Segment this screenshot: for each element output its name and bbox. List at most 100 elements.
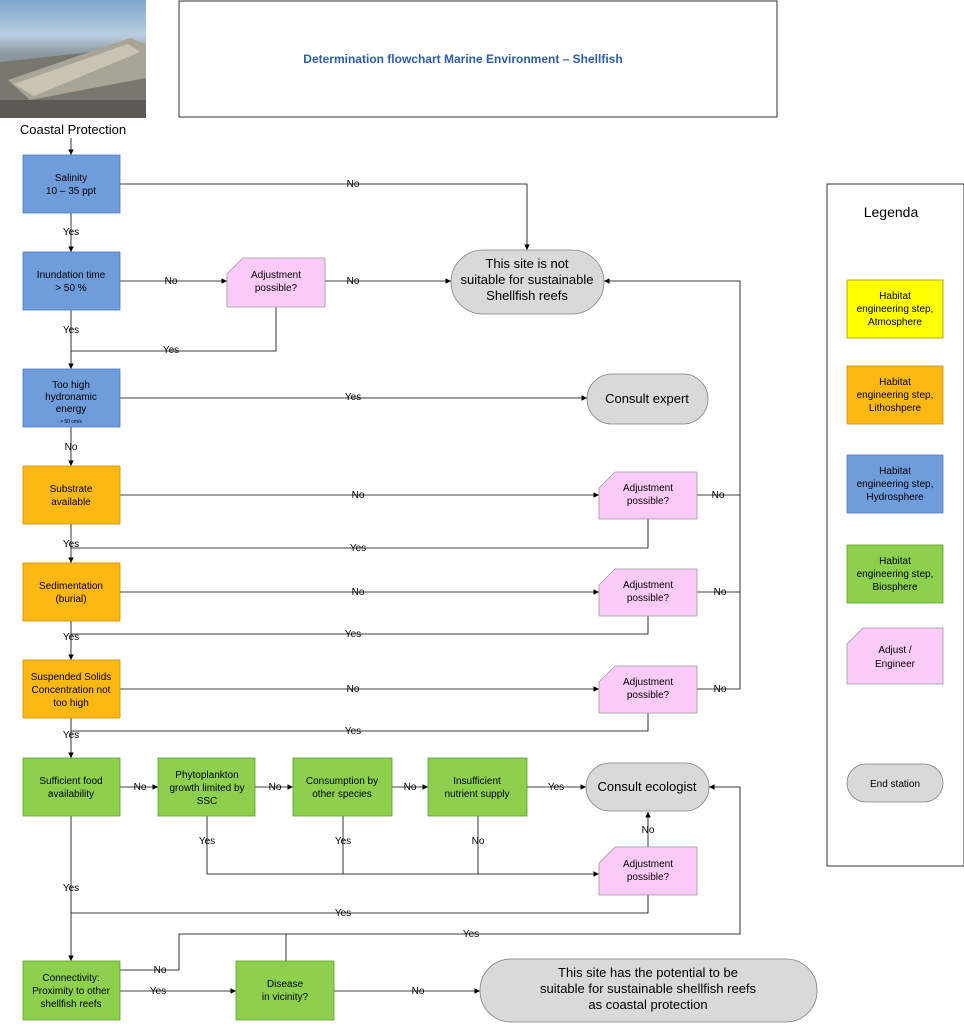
legend-title: Legenda [864,204,919,220]
consult-ecologist-label: Consult ecologist [598,779,697,794]
ssc-yes-label: Yes [63,730,79,741]
legend-end-swatch [846,763,944,803]
ssc-no-label: No [347,684,360,695]
sedimentation-adjust-yes-label: Yes [345,629,361,640]
inundation-adjust-box [226,257,326,308]
legend-biosphere-swatch [846,544,944,604]
legend-atmosphere-swatch [846,279,944,339]
consumption-yes-label: Yes [335,836,351,847]
substrate-adjust-box [598,471,698,520]
legend-adjust-label: Adjust /Engineer [875,645,916,670]
legend-adjust-swatch [846,627,944,685]
title-box [178,0,778,118]
consult-expert-label: Consult expert [605,391,689,406]
salinity-box [22,154,121,214]
nutrient-no-label: No [472,836,485,847]
connectivity-no-label: No [154,965,167,976]
legend-lithosphere-swatch [846,365,944,425]
potential-end [479,958,818,1023]
inundation-box [22,251,121,311]
salinity-yes-label: Yes [63,227,79,238]
bio-adjust-box [598,846,698,896]
food-yes-label: Yes [63,883,79,894]
disease-box [235,960,335,1021]
not-suitable-end [450,249,605,315]
inundation-yes-label: Yes [63,325,79,336]
legend-hydrosphere-swatch [846,454,944,514]
nutrient-yes-label: Yes [548,782,564,793]
connector-labels: No Yes No No Yes Yes Yes No No No Yes Ye… [63,179,727,997]
food-no-label: No [134,782,147,793]
ssc-box [22,659,121,719]
sedimentation-label: Sedimentation(burial) [39,581,103,605]
ssc-adjust-yes-label: Yes [345,726,361,737]
hydro-yes-label: Yes [345,392,361,403]
connectors [68,138,741,994]
consumption-box [292,757,393,817]
photo-caption: Coastal Protection [20,122,126,137]
inundation-adjust-yes-label: Yes [163,345,179,356]
phyto-box [157,757,256,817]
food-box [22,757,121,817]
substrate-yes-label: Yes [63,539,79,550]
hydro-energy-note: > 50 cm/s [60,419,82,425]
connectivity-yes-label: Yes [150,986,166,997]
substrate-no-label: No [352,490,365,501]
nutrient-box [427,757,528,817]
disease-no-label: No [412,986,425,997]
inundation-label: Inundation time> 50 % [37,270,106,294]
substrate-adjust-yes-label: Yes [350,543,366,554]
substrate-adjust-no-label: No [712,490,725,501]
inundation-adjust-no-label: No [347,276,360,287]
page-title: Determination flowchart Marine Environme… [303,52,622,66]
disease-yes-label: Yes [463,929,479,940]
sedimentation-yes-label: Yes [63,632,79,643]
substrate-box [22,465,121,525]
ssc-adjust-no-label: No [714,684,727,695]
salinity-no-label: No [347,179,360,190]
sedimentation-adjust-box [598,568,698,617]
phyto-no-label: No [269,782,282,793]
consumption-no-label: No [404,782,417,793]
coastal-photo [0,0,146,118]
sedimentation-box [22,562,121,622]
phyto-yes-label: Yes [199,836,215,847]
bio-adjust-yes-label: Yes [335,908,351,919]
sedimentation-adjust-no-label: No [714,587,727,598]
consult-expert-end [586,373,709,425]
sedimentation-no-label: No [352,587,365,598]
bio-adjust-no-label: No [642,825,655,836]
hydro-no-label: No [65,442,78,453]
legend-end-label: End station [870,779,920,790]
hydro-energy-box [22,368,121,428]
ssc-adjust-box [598,665,698,714]
consult-ecologist-end [585,762,710,812]
inundation-no-label: No [165,276,178,287]
connectivity-box [22,960,121,1021]
